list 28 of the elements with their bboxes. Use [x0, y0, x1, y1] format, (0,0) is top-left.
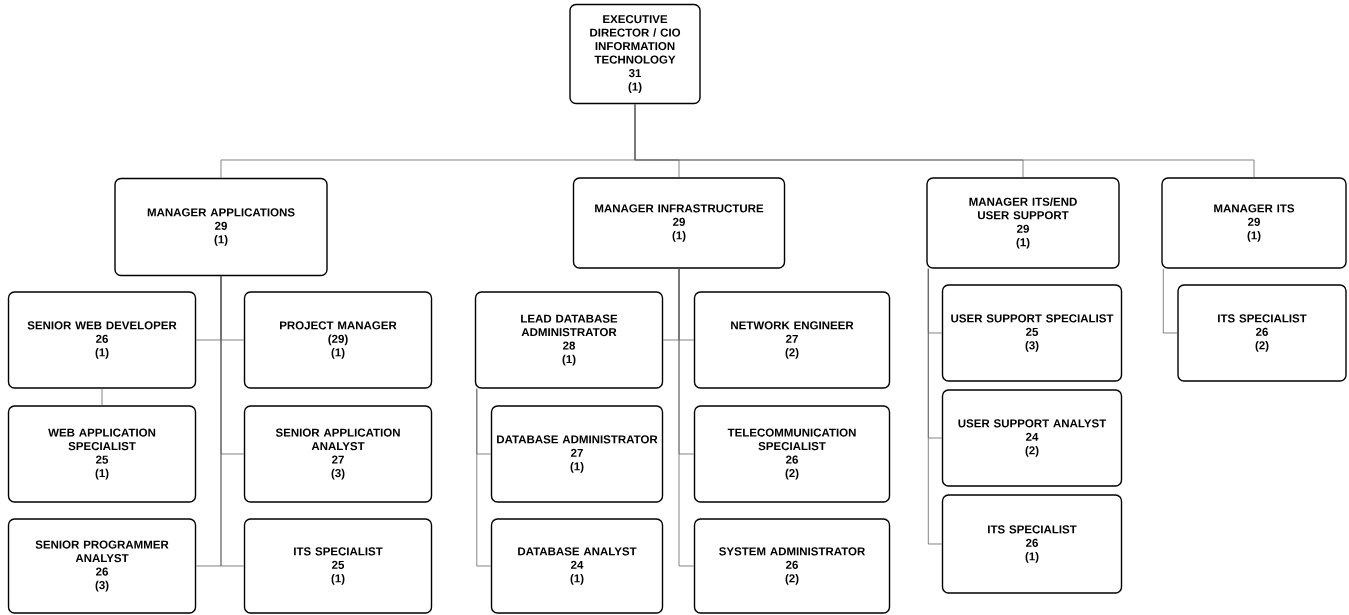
connector-line	[927, 268, 943, 545]
position-box: MANAGER ITS 29 (1)	[1161, 177, 1347, 269]
position-box: EXECUTIVE DIRECTOR / CIO INFORMATION TECHNOLOGY 31 (1)	[569, 3, 701, 105]
position-box: SYSTEM ADMINISTRATOR 26 (2)	[693, 518, 891, 614]
position-box: NETWORK ENGINEER 27 (2)	[693, 291, 891, 389]
position-box: ITS SPECIALIST 26 (1)	[941, 494, 1123, 594]
connector-line	[220, 275, 245, 567]
position-box: MANAGER INFRASTRUCTURE 29 (1)	[572, 177, 786, 269]
position-box: DATABASE ADMINISTRATOR 27 (1)	[490, 405, 664, 503]
connector-line	[476, 388, 492, 567]
position-box: MANAGER APPLICATIONS 29 (1)	[114, 177, 328, 277]
position-box: USER SUPPORT ANALYST 24 (2)	[941, 389, 1123, 487]
position-box: PROJECT MANAGER (29) (1)	[243, 291, 433, 389]
connector-line	[634, 103, 1255, 178]
connector-line	[678, 268, 695, 567]
position-box: WEB APPLICATION SPECIALIST 25 (1)	[7, 405, 197, 503]
position-box: USER SUPPORT SPECIALIST 25 (3)	[941, 284, 1123, 382]
connector-line	[101, 388, 103, 406]
position-box: SENIOR APPLICATION ANALYST 27 (3)	[243, 405, 433, 503]
position-box: TELECOMMUNICATION SPECIALIST 26 (2)	[693, 405, 891, 503]
connector-line	[1162, 268, 1178, 334]
position-box: SENIOR WEB DEVELOPER 26 (1)	[7, 291, 197, 389]
position-box: ITS SPECIALIST 26 (2)	[1177, 284, 1347, 382]
position-box: SENIOR PROGRAMMER ANALYST 26 (3)	[7, 518, 197, 614]
position-box: ITS SPECIALIST 25 (1)	[243, 518, 433, 614]
position-box: MANAGER ITS/END USER SUPPORT 29 (1)	[926, 177, 1120, 269]
position-box: DATABASE ANALYST 24 (1)	[490, 518, 664, 614]
position-box: LEAD DATABASE ADMINISTRATOR 28 (1)	[474, 291, 664, 389]
